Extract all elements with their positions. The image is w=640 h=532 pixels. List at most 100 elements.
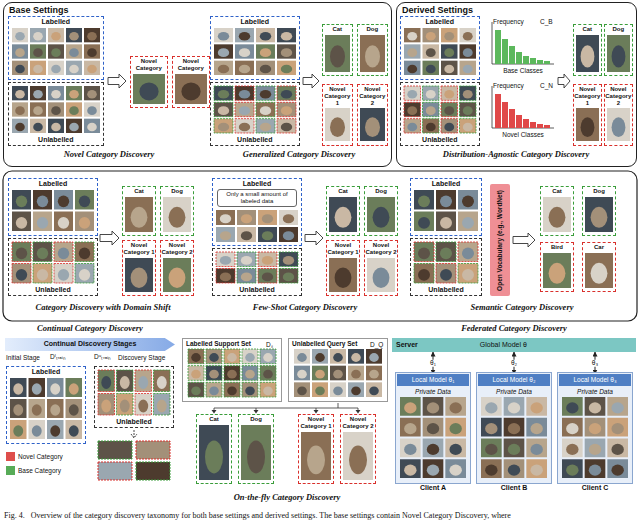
output-category-box: Novel Category 2 — [604, 84, 633, 146]
output-category-box: Novel Category 1 — [298, 414, 334, 484]
photo — [404, 86, 421, 100]
photo — [526, 460, 547, 479]
photo — [12, 44, 28, 58]
photo-grid — [299, 430, 333, 482]
photo-area — [365, 195, 397, 234]
photo — [441, 118, 458, 132]
photo — [47, 420, 64, 439]
photo — [48, 28, 64, 42]
photo-area — [574, 33, 601, 74]
photo — [66, 44, 82, 58]
photo-grid — [358, 33, 387, 74]
photo — [504, 439, 525, 458]
photo — [422, 61, 439, 75]
photo — [436, 190, 456, 210]
photo — [47, 399, 64, 418]
legend-row: Base Category — [6, 466, 61, 475]
photo — [235, 102, 254, 116]
photo-grid — [574, 106, 601, 143]
node-heading: Novel Category — [173, 58, 209, 72]
settings-panel: Base SettingsLabelledUnlabelledNovel Cat… — [3, 2, 392, 167]
photo — [10, 420, 27, 439]
photo — [459, 44, 476, 58]
annotation: C_N — [540, 82, 553, 89]
output-category-box: Novel Category 2 — [357, 84, 388, 146]
annotation: Frequency — [493, 18, 524, 25]
photo — [260, 383, 276, 398]
photo-grid — [365, 256, 397, 294]
photo — [301, 432, 331, 480]
photo-grid — [212, 84, 298, 135]
chart-bar — [516, 115, 522, 128]
output-category-box: Cat — [196, 414, 232, 484]
photo-grid — [10, 240, 96, 285]
photo — [481, 439, 502, 458]
labelled-set-box: Labelled — [8, 178, 98, 236]
setting-title: Distribution-Agnostic Category Discovery — [443, 150, 589, 159]
photo-area — [214, 250, 300, 286]
photo — [414, 242, 434, 262]
photo — [404, 44, 421, 58]
photo-area — [583, 251, 615, 290]
photo — [441, 102, 458, 116]
node-heading: Unlabelled — [237, 136, 272, 144]
photo — [458, 212, 478, 232]
photo — [12, 28, 28, 42]
photo-grid — [10, 188, 96, 233]
node-heading: Dog — [612, 26, 624, 33]
photo — [279, 252, 298, 267]
node-heading: Novel Category 1 — [123, 242, 155, 256]
photo — [54, 190, 73, 210]
photo — [481, 397, 502, 416]
node-heading: Novel Category 2 — [358, 86, 387, 107]
annotation: C_B — [540, 18, 553, 25]
photo — [10, 378, 27, 397]
node-heading: Server — [396, 341, 418, 349]
photo — [224, 366, 240, 381]
photo — [279, 210, 298, 225]
node-heading: Local Model θ₂ — [493, 376, 536, 383]
photo-grid — [123, 256, 155, 294]
photo — [445, 460, 466, 479]
photo — [214, 28, 233, 42]
photo-grid — [131, 72, 167, 106]
photo-area — [574, 106, 601, 143]
node-heading: Cat — [209, 416, 219, 423]
photo — [445, 397, 466, 416]
output-category-box: Cat — [326, 186, 360, 236]
photo — [441, 44, 458, 58]
photo-area — [10, 188, 96, 234]
photo — [543, 253, 571, 288]
output-category-box: Novel Category 1 — [122, 240, 156, 296]
photo — [235, 44, 254, 58]
photo — [459, 118, 476, 132]
node-note: Client B — [477, 484, 551, 492]
photo — [366, 349, 382, 364]
photo-grid — [341, 430, 375, 482]
photo-area — [341, 430, 375, 482]
node-heading: Unlabelled Query Set — [292, 340, 357, 347]
unlabelled-set-box: Unlabelled — [94, 366, 174, 428]
arrow-head — [356, 410, 361, 414]
flow-line — [214, 403, 358, 411]
photo — [84, 102, 100, 116]
photo — [400, 397, 421, 416]
photo-area — [186, 347, 278, 400]
photo — [48, 61, 64, 75]
photo-grid — [583, 195, 615, 234]
photo-area — [8, 376, 84, 442]
photo-area — [239, 423, 273, 482]
node-heading: Private Data — [577, 388, 613, 395]
photo — [175, 74, 207, 104]
chart-bar — [544, 125, 550, 128]
node-heading: Unlabelled — [428, 286, 463, 294]
photo — [242, 366, 258, 381]
photo-grid — [327, 256, 359, 294]
photo-area — [323, 106, 352, 143]
labelled-set-box: Labelled — [400, 16, 480, 80]
photo — [330, 349, 346, 364]
photo-grid — [292, 347, 384, 399]
photo — [400, 439, 421, 458]
node-heading: Unlabelled — [116, 418, 151, 426]
